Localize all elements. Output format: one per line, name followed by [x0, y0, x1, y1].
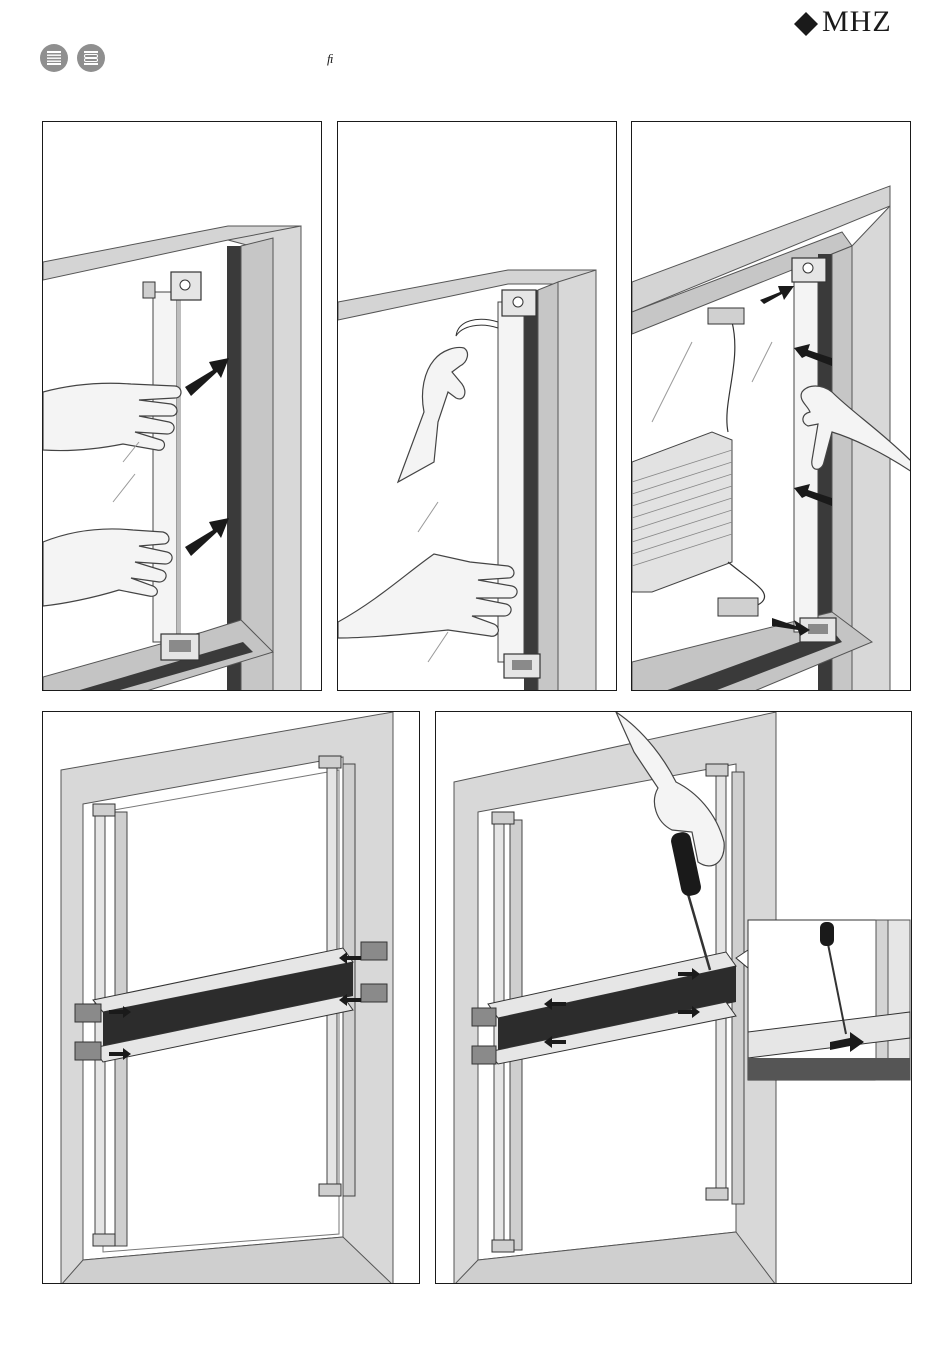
- step-4-panel: [42, 711, 420, 1284]
- step-5-panel: [435, 711, 912, 1284]
- brand-name: MHZ: [822, 6, 892, 38]
- diamond-logo-icon: [794, 12, 818, 36]
- step-2-panel: [337, 121, 617, 691]
- pleated-blind-icon: [40, 44, 68, 72]
- honeycomb-blind-icon: [77, 44, 105, 72]
- brand-logo: MHZ: [792, 6, 917, 38]
- step-1-panel: [42, 121, 322, 691]
- ligature-glyph: ﬁ: [327, 51, 334, 67]
- step-3-panel: [631, 121, 911, 691]
